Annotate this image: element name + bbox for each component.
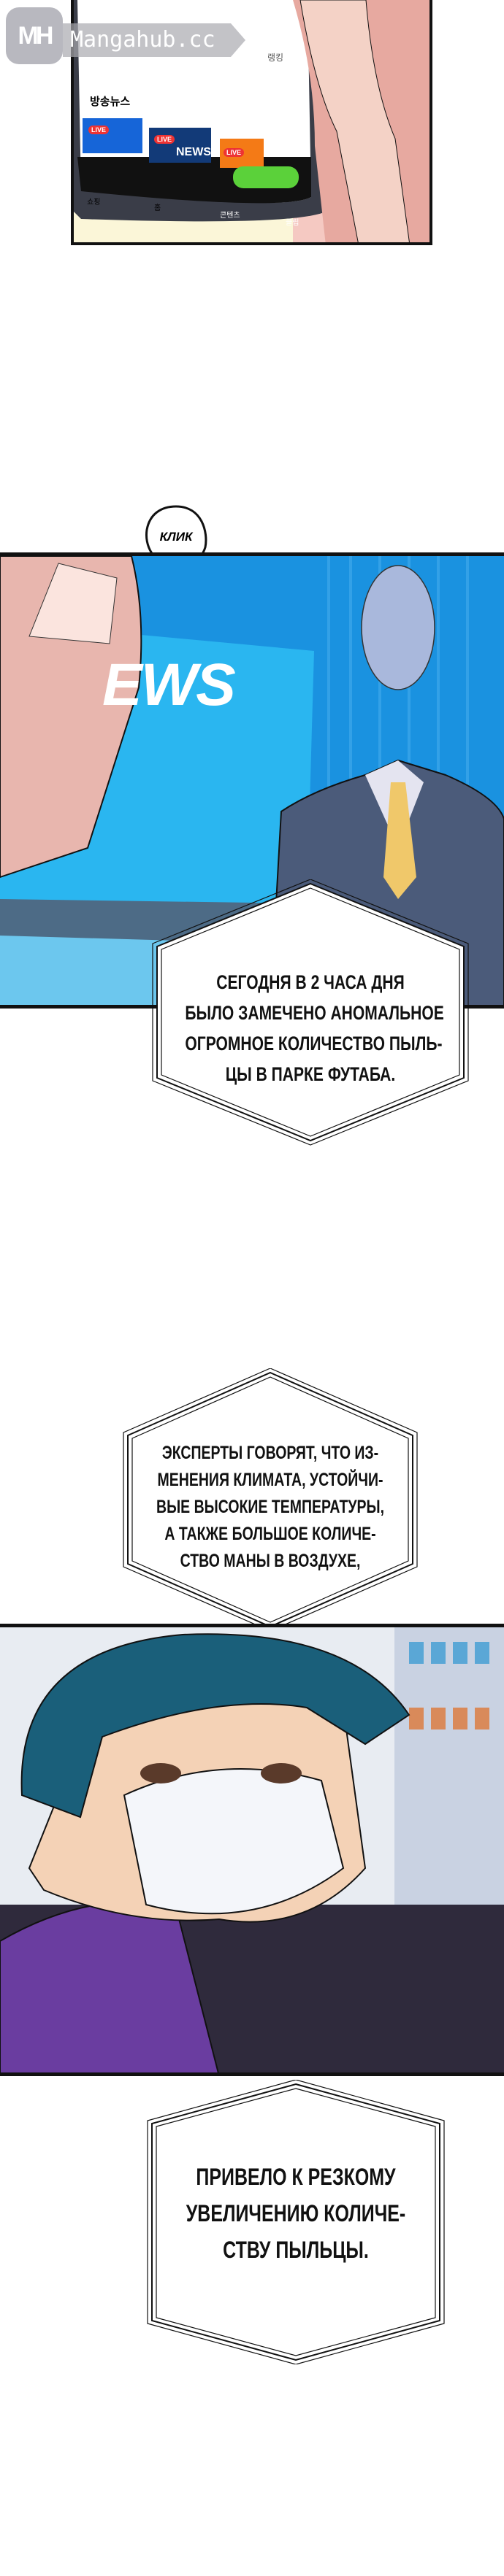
bubble-line: ЦЫ В ПАРКЕ ФУТАБА. bbox=[225, 1063, 396, 1085]
bubble-line: ПРИВЕЛО К РЕЗКОМУ bbox=[196, 2164, 396, 2190]
live-badge: LIVE bbox=[154, 135, 175, 144]
panel-phone: 방송뉴스 랭킹 LIVE LIVE LIVE NEWS 쇼핑 홈 콘텐츠 클립 bbox=[71, 0, 432, 245]
news-screen-text: EWS bbox=[102, 652, 236, 718]
bubble-line: УВЕЛИЧЕНИЮ КОЛИЧЕ- bbox=[186, 2200, 406, 2226]
bubble-line: СТВУ ПЫЛЬЦЫ. bbox=[223, 2237, 369, 2263]
live-badge: LIVE bbox=[224, 148, 245, 157]
nav-shopping: 쇼핑 bbox=[87, 198, 101, 207]
boy-illustration bbox=[0, 1627, 504, 2072]
ranking-label: 랭킹 bbox=[267, 53, 284, 63]
bubble-line: ОГРОМНОЕ КОЛИЧЕСТВО ПЫЛЬ- bbox=[185, 1033, 443, 1054]
live-badge: LIVE bbox=[88, 126, 110, 134]
bubble-line: СЕГОДНЯ В 2 ЧАСА ДНЯ bbox=[216, 971, 405, 993]
bubble-line: ЭКСПЕРТЫ ГОВОРЯТ, ЧТО ИЗ- bbox=[161, 1443, 379, 1463]
bubble-line: БЫЛО ЗАМЕЧЕНО АНОМАЛЬНОЕ bbox=[185, 1002, 444, 1024]
nav-clip: 클립 bbox=[286, 219, 299, 227]
phone-section-title: 방송뉴스 bbox=[90, 96, 131, 108]
speech-bubble-2: ЭКСПЕРТЫ ГОВОРЯТ, ЧТО ИЗ- МЕНЕНИЯ КЛИМАТ… bbox=[121, 1368, 420, 1631]
sfx-text: КЛИК bbox=[159, 530, 193, 544]
nav-contents: 콘텐츠 bbox=[220, 212, 240, 220]
bubble-line: МЕНЕНИЯ КЛИМАТА, УСТОЙЧИ- bbox=[157, 1470, 383, 1490]
bubble-line: СТВО МАНЫ В ВОЗДУХЕ, bbox=[180, 1551, 361, 1571]
speech-bubble-3: ПРИВЕЛО К РЕЗКОМУ УВЕЛИЧЕНИЮ КОЛИЧЕ- СТВ… bbox=[145, 2080, 447, 2364]
watermark-site: Mangahub.cc bbox=[63, 23, 245, 57]
speech-bubble-1: СЕГОДНЯ В 2 ЧАСА ДНЯ БЫЛО ЗАМЕЧЕНО АНОМА… bbox=[150, 879, 471, 1146]
bubble-line: ВЫЕ ВЫСОКИЕ ТЕМПЕРАТУРЫ, bbox=[156, 1497, 385, 1517]
news-card-text: NEWS bbox=[176, 146, 211, 158]
nav-home: 홈 bbox=[154, 204, 161, 212]
bubble-line: А ТАКЖЕ БОЛЬШОЕ КОЛИЧЕ- bbox=[164, 1524, 376, 1544]
watermark-logo: MH bbox=[6, 7, 63, 64]
panel-boy-mask bbox=[0, 1624, 504, 2076]
